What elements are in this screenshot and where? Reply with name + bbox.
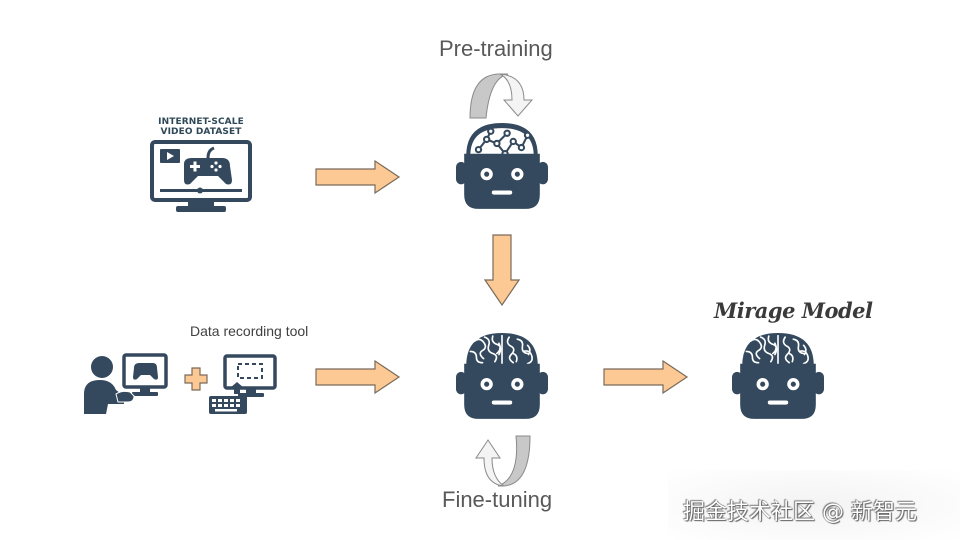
arrow-dataset-to-pretrain-icon [315,160,401,194]
watermark-text: 掘金技术社区 @ 新智元 [683,500,917,525]
finetuning-label: Fine-tuning [442,487,553,512]
arrow-pretrain-to-finetune-icon [484,234,520,306]
video-dataset-monitor-icon [150,140,252,214]
finetuning-cycle-arrow-icon [470,434,536,488]
mirage-model-robot-icon [732,332,824,422]
finetune-model-robot-icon [456,332,548,422]
screen-recording-keyboard-icon [206,354,278,416]
mirage-model-title: Mirage Model [714,298,873,323]
dataset-title: INTERNET-SCALE VIDEO DATASET [148,117,254,137]
dataset-title-line2: VIDEO DATASET [160,127,242,137]
dataset-title-line1: INTERNET-SCALE [158,117,244,127]
pretrain-model-robot-icon [456,122,548,212]
recording-tool-label: Data recording tool [190,323,309,339]
arrow-finetune-to-mirage-icon [603,360,689,394]
person-gaming-icon [82,352,168,416]
arrow-recording-to-finetune-icon [315,360,401,394]
watermark-background [668,470,960,540]
pretraining-cycle-arrow-icon [466,70,538,120]
plus-icon [184,367,208,391]
pretraining-label: Pre-training [439,36,553,61]
